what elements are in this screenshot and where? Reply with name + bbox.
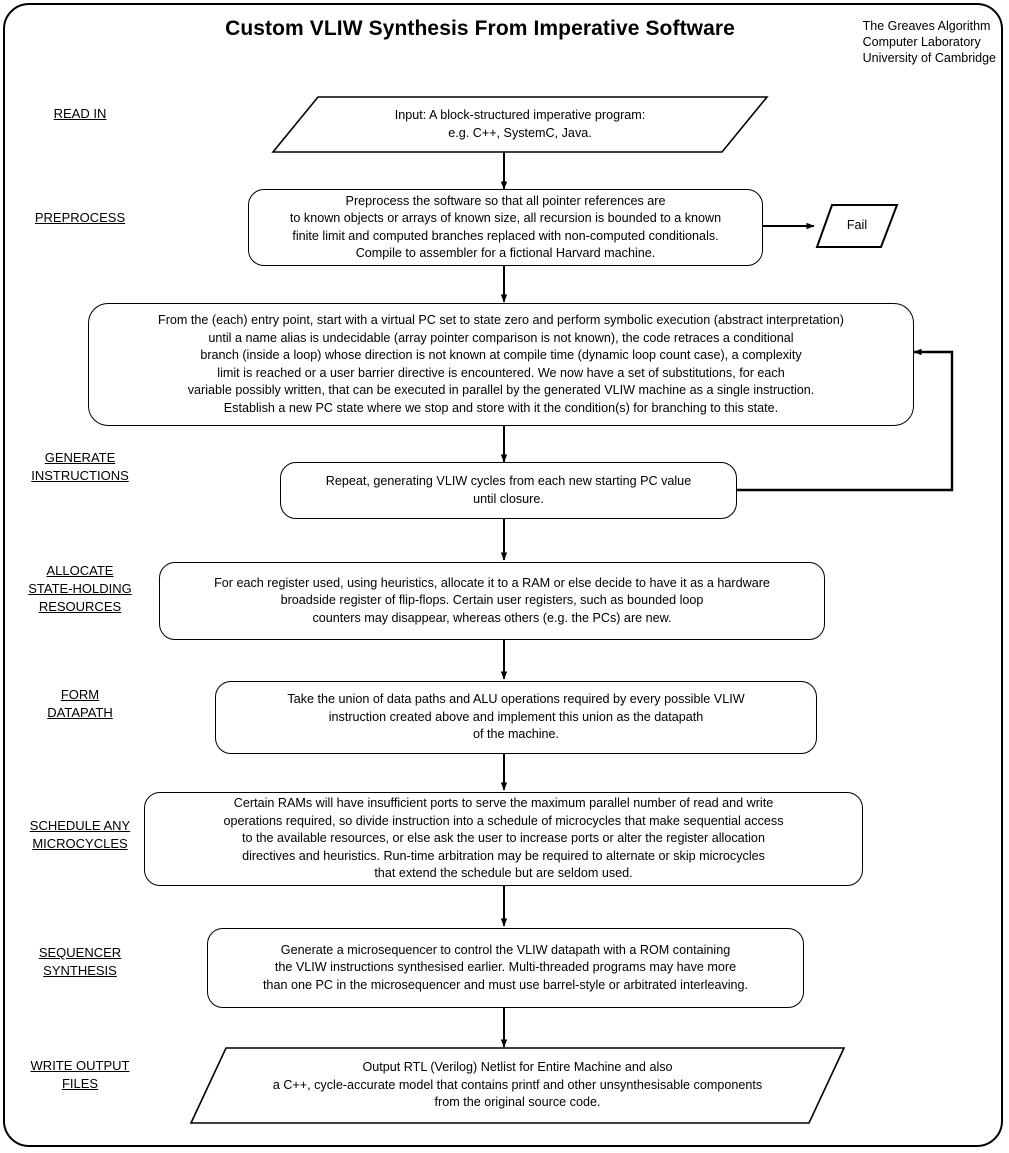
- node-symbolic-execution-text: From the (each) entry point, start with …: [97, 312, 905, 417]
- stage-label-preprocess-line1: PREPROCESS: [34, 210, 126, 225]
- node-fail-text: Fail: [815, 203, 899, 249]
- node-input-line-1: Input: A block-structured imperative pro…: [394, 108, 646, 122]
- stage-label-schedule-line2: MICROCYCLES: [32, 836, 128, 851]
- node-sequencer-synthesis-text: Generate a microsequencer to control the…: [216, 942, 795, 995]
- stage-label-allocate-line2: STATE-HOLDING: [28, 581, 132, 596]
- node-allocate-resources[interactable]: For each register used, using heuristics…: [159, 562, 825, 640]
- node-microcycles-line-1: Certain RAMs will have insufficient port…: [233, 796, 774, 811]
- node-output-line-3: from the original source code.: [434, 1095, 601, 1110]
- node-preprocess-line-3: finite limit and computed branches repla…: [292, 228, 719, 243]
- page-title: Custom VLIW Synthesis From Imperative So…: [225, 17, 735, 40]
- node-output-files-shape: [189, 1047, 846, 1124]
- stage-label-sequencer-synthesis: SEQUENCER SYNTHESIS: [0, 944, 160, 980]
- node-repeat[interactable]: Repeat, generating VLIW cycles from each…: [280, 462, 737, 519]
- stage-label-sequencer-line2: SYNTHESIS: [43, 963, 117, 978]
- node-preprocess-line-4: Compile to assembler for a fictional Har…: [355, 246, 656, 260]
- stage-label-schedule-line1: SCHEDULE ANY: [29, 818, 131, 833]
- node-fail[interactable]: Fail: [815, 203, 899, 249]
- node-sequencer-synthesis[interactable]: Generate a microsequencer to control the…: [207, 928, 804, 1008]
- node-repeat-line-2: until closure.: [473, 491, 544, 506]
- node-input-line-2: e.g. C++, SystemC, Java.: [448, 125, 592, 140]
- node-repeat-line-1: Repeat, generating VLIW cycles from each…: [325, 474, 692, 488]
- node-schedule-microcycles-text: Certain RAMs will have insufficient port…: [153, 795, 854, 883]
- node-microcycles-line-5: that extend the schedule but are seldom …: [374, 866, 633, 881]
- node-symbolic-line-1: From the (each) entry point, start with …: [158, 313, 844, 327]
- node-allocate-line-2: broadside register of flip-flops. Certai…: [280, 593, 704, 608]
- node-output-files[interactable]: Output RTL (Verilog) Netlist for Entire …: [189, 1047, 846, 1124]
- stage-label-read-in: READ IN: [0, 105, 160, 123]
- node-symbolic-line-3: branch (inside a loop) whose direction i…: [200, 348, 802, 362]
- node-allocate-resources-text: For each register used, using heuristics…: [168, 575, 816, 628]
- node-form-datapath-text: Take the union of data paths and ALU ope…: [224, 691, 808, 744]
- node-sequencer-line-3: than one PC in the microsequencer and mu…: [262, 977, 749, 992]
- node-input-shape: [271, 96, 769, 153]
- node-preprocess-line-2: to known objects or arrays of known size…: [289, 211, 722, 225]
- node-datapath-line-2: instruction created above and implement …: [328, 709, 704, 724]
- node-preprocess-line-1: Preprocess the software so that all poin…: [345, 193, 666, 208]
- node-schedule-microcycles[interactable]: Certain RAMs will have insufficient port…: [144, 792, 863, 886]
- node-input-text: Input: A block-structured imperative pro…: [272, 96, 768, 153]
- affiliation-block: The Greaves Algorithm Computer Laborator…: [863, 18, 996, 66]
- stage-label-output-line2: FILES: [61, 1076, 99, 1091]
- node-output-line-1: Output RTL (Verilog) Netlist for Entire …: [362, 1060, 673, 1075]
- node-input[interactable]: Input: A block-structured imperative pro…: [271, 96, 769, 153]
- stage-label-preprocess: PREPROCESS: [0, 209, 160, 227]
- node-repeat-text: Repeat, generating VLIW cycles from each…: [289, 473, 728, 508]
- node-symbolic-execution[interactable]: From the (each) entry point, start with …: [88, 303, 914, 426]
- affiliation-line-1: The Greaves Algorithm: [862, 19, 991, 33]
- node-microcycles-line-2: operations required, so divide instructi…: [223, 813, 784, 828]
- stage-label-generate-line1: GENERATE: [44, 450, 116, 465]
- node-allocate-line-1: For each register used, using heuristics…: [214, 575, 770, 590]
- node-sequencer-line-2: the VLIW instructions synthesised earlie…: [274, 960, 737, 975]
- node-microcycles-line-4: directives and heuristics. Run-time arbi…: [242, 848, 765, 863]
- node-symbolic-line-6: Establish a new PC state where we stop a…: [223, 400, 779, 415]
- stage-label-generate-instructions: GENERATE INSTRUCTIONS: [0, 449, 160, 485]
- stage-label-allocate-line1: ALLOCATE: [46, 563, 114, 578]
- stage-label-sequencer-line1: SEQUENCER: [38, 945, 122, 960]
- stage-label-output-line1: WRITE OUTPUT: [30, 1058, 130, 1073]
- node-preprocess[interactable]: Preprocess the software so that all poin…: [248, 189, 763, 266]
- stage-label-schedule-any-microcycles: SCHEDULE ANY MICROCYCLES: [0, 817, 160, 853]
- affiliation-line-2: Computer Laboratory: [862, 35, 981, 49]
- node-form-datapath[interactable]: Take the union of data paths and ALU ope…: [215, 681, 817, 754]
- node-symbolic-line-5: variable possibly written, that can be e…: [187, 383, 815, 397]
- node-symbolic-line-4: limit is reached or a user barrier direc…: [217, 365, 785, 380]
- node-datapath-line-1: Take the union of data paths and ALU ope…: [287, 692, 745, 707]
- node-fail-label: Fail: [846, 218, 868, 233]
- affiliation-line-3: University of Cambridge: [862, 51, 996, 65]
- node-preprocess-text: Preprocess the software so that all poin…: [257, 193, 754, 263]
- node-allocate-line-3: counters may disappear, whereas others (…: [312, 610, 672, 625]
- node-microcycles-line-3: to the available resources, or else ask …: [242, 831, 765, 846]
- node-datapath-line-3: of the machine.: [472, 727, 560, 742]
- node-fail-shape: [815, 204, 899, 248]
- stage-label-allocate-state-holding-resources: ALLOCATE STATE-HOLDING RESOURCES: [0, 562, 160, 616]
- stage-label-datapath-line2: DATAPATH: [47, 705, 113, 720]
- stage-label-read-in-line1: READ IN: [53, 106, 107, 121]
- node-output-line-2: a C++, cycle-accurate model that contain…: [272, 1077, 763, 1092]
- node-symbolic-line-2: until a name alias is undecidable (array…: [208, 330, 794, 345]
- node-sequencer-line-1: Generate a microsequencer to control the…: [280, 942, 731, 957]
- node-output-files-text: Output RTL (Verilog) Netlist for Entire …: [190, 1047, 845, 1124]
- stage-label-allocate-line3: RESOURCES: [38, 599, 122, 614]
- stage-label-write-output-files: WRITE OUTPUT FILES: [0, 1057, 160, 1093]
- stage-label-datapath-line1: FORM: [60, 687, 100, 702]
- stage-label-generate-line2: INSTRUCTIONS: [31, 468, 129, 483]
- stage-label-form-datapath: FORM DATAPATH: [0, 686, 160, 722]
